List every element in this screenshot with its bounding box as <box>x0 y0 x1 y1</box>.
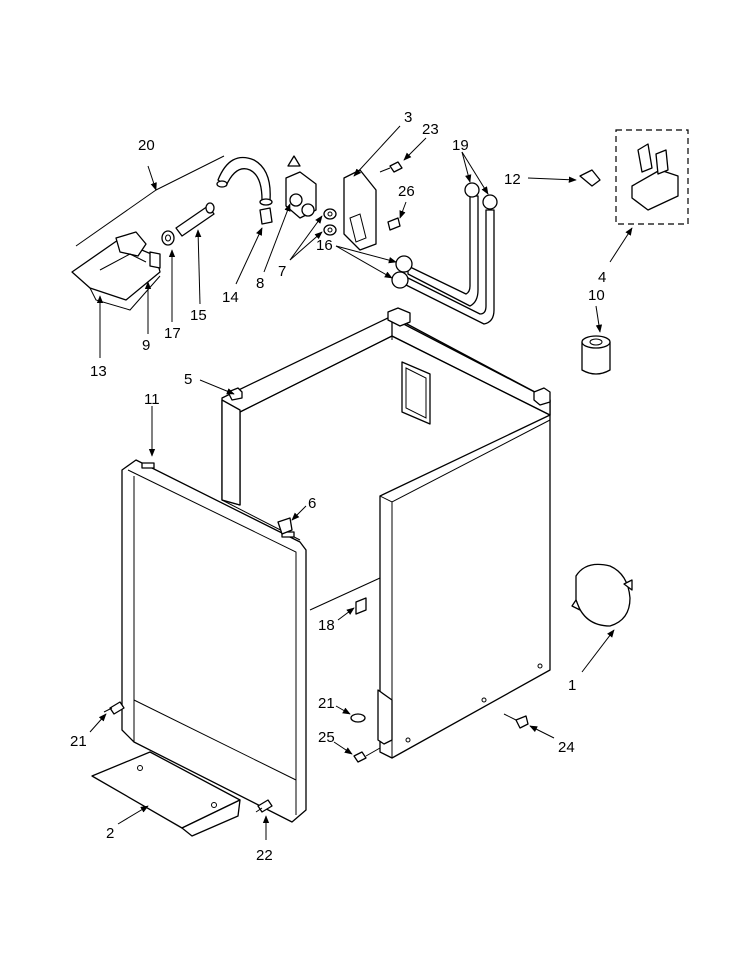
callout-21-right: 21 <box>318 695 335 712</box>
leader-lines <box>75 125 633 840</box>
screw-24 <box>503 713 529 729</box>
callout-13: 13 <box>90 363 107 380</box>
toe-panel-part <box>91 751 241 837</box>
clip-18 <box>355 597 367 615</box>
hose-part-15 <box>175 202 215 237</box>
callout-3: 3 <box>404 109 412 126</box>
water-valve-8 <box>285 155 317 219</box>
callout-2: 2 <box>106 825 114 842</box>
callout-14: 14 <box>222 289 239 306</box>
hose-part-14 <box>216 156 273 225</box>
screw-25 <box>353 747 381 763</box>
callout-26: 26 <box>398 183 415 200</box>
clip-21-right <box>350 713 366 723</box>
callout-5: 5 <box>184 371 192 388</box>
callout-20: 20 <box>138 137 155 154</box>
lid-part <box>571 563 633 627</box>
clip-6 <box>277 517 293 535</box>
inlet-hoses-16-19 <box>391 182 498 325</box>
screw-22 <box>255 799 273 813</box>
screw-26 <box>387 217 401 231</box>
callout-10: 10 <box>588 287 605 304</box>
callout-22: 22 <box>256 847 273 864</box>
screw-21-left <box>103 701 125 715</box>
callout-24: 24 <box>558 739 575 756</box>
clip-12 <box>579 169 601 187</box>
callout-23: 23 <box>422 121 439 138</box>
callout-12: 12 <box>504 171 521 188</box>
screw-23 <box>379 161 403 173</box>
callout-18: 18 <box>318 617 335 634</box>
callout-9: 9 <box>142 337 150 354</box>
callout-1: 1 <box>568 677 576 694</box>
callout-8: 8 <box>256 275 264 292</box>
strainer-box-4 <box>615 129 689 225</box>
front-panel-part <box>121 459 307 823</box>
washer-17 <box>161 230 175 246</box>
callout-7: 7 <box>278 263 286 280</box>
callout-16: 16 <box>316 237 333 254</box>
callout-11: 11 <box>144 391 160 408</box>
bracket-3 <box>343 169 377 251</box>
washers-7 <box>323 208 337 236</box>
callout-6: 6 <box>308 495 316 512</box>
tube-10 <box>581 335 611 375</box>
cabinet-part <box>221 307 551 759</box>
callout-17: 17 <box>164 325 181 342</box>
callout-4: 4 <box>598 269 606 286</box>
callout-15: 15 <box>190 307 207 324</box>
dispenser-part <box>71 231 161 311</box>
callout-19: 19 <box>452 137 469 154</box>
callout-21-left: 21 <box>70 733 87 750</box>
callout-25: 25 <box>318 729 335 746</box>
